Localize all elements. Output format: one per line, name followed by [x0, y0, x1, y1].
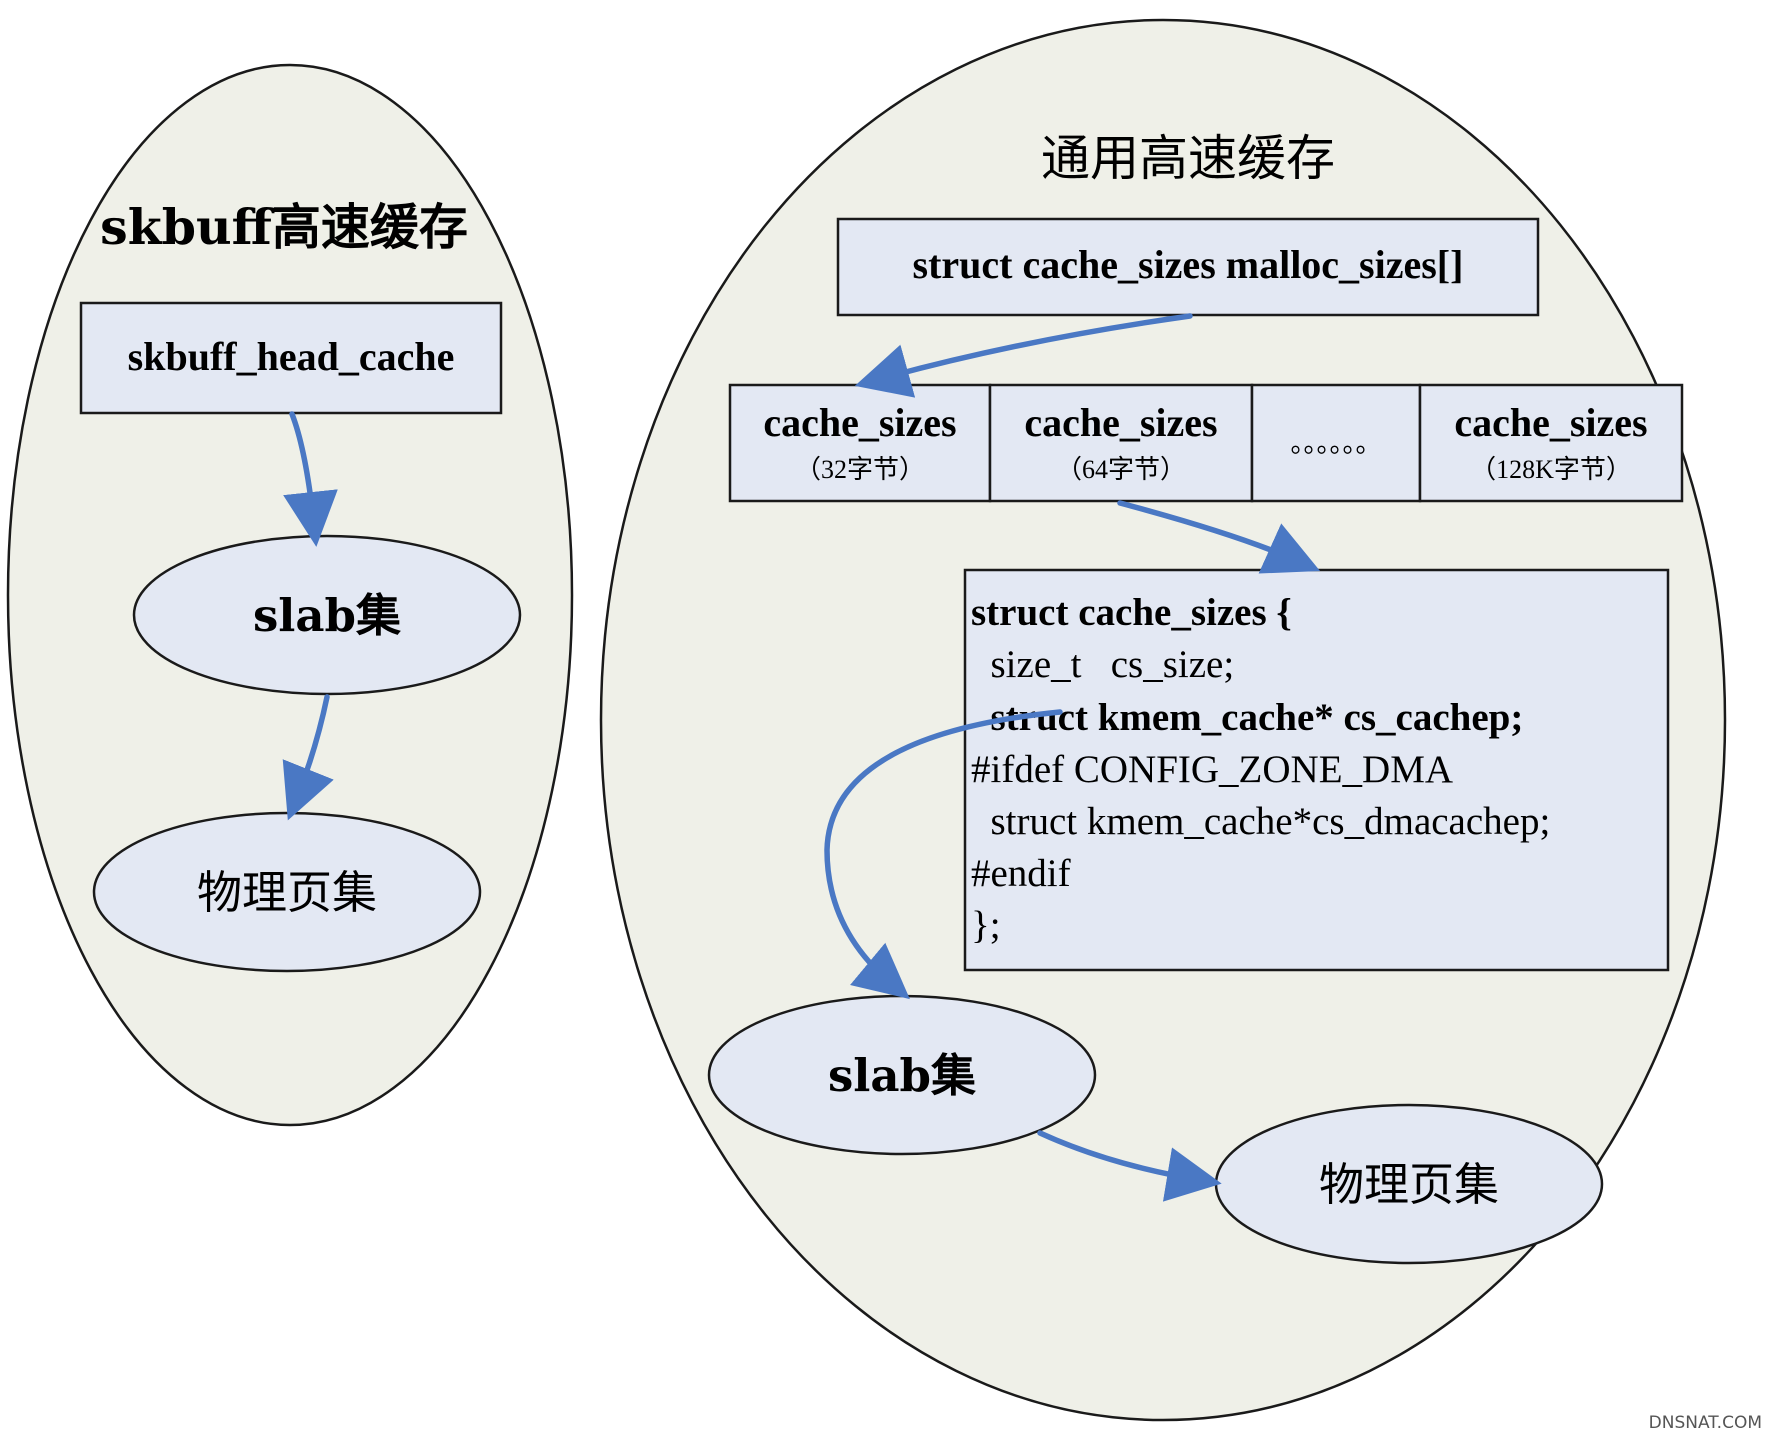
skbuff-cache-title: skbuff高速缓存: [100, 198, 468, 256]
cache-sizes-cell-64-name: cache_sizes: [1024, 400, 1217, 445]
arrow-malloc-sizes-to-cells: [854, 313, 1193, 398]
arrow-cell-64-to-struct: [1117, 500, 1321, 574]
general-cache-title: 通用高速缓存: [1041, 130, 1335, 187]
cache-sizes-cell-64-size: （64字节）: [1056, 455, 1186, 484]
arrow-head-cache-to-slab: [283, 411, 338, 547]
struct-code-line-3: struct kmem_cache* cs_cachep;: [971, 696, 1523, 739]
cache-sizes-cell-32-name: cache_sizes: [763, 400, 956, 445]
struct-code-line-6: #endif: [971, 852, 1071, 895]
struct-code-line-2: size_t cs_size;: [971, 643, 1234, 686]
general-cache-group: 通用高速缓存 struct cache_sizes malloc_sizes[]…: [599, 18, 1727, 1422]
arrow-left-slab-to-pages: [282, 694, 334, 821]
cache-sizes-cell-128k-name: cache_sizes: [1454, 400, 1647, 445]
skbuff-cache-group: skbuff高速缓存 skbuff_head_cache slab集 物理页集: [6, 63, 574, 1127]
right-slab-set-label: slab集: [828, 1049, 976, 1102]
watermark: DNSNAT.COM: [1649, 1413, 1762, 1433]
left-slab-set-label: slab集: [253, 589, 401, 642]
left-physical-pages-label: 物理页集: [197, 866, 377, 919]
cache-sizes-cell-32-size: （32字节）: [795, 455, 925, 484]
cache-sizes-cell-128k: [1418, 383, 1684, 503]
skbuff-head-cache-label: skbuff_head_cache: [128, 334, 455, 379]
struct-code-line-7: };: [971, 904, 1001, 947]
skbuff-head-cache-box: [79, 301, 503, 415]
arrow-right-slab-to-pages: [1037, 1130, 1222, 1202]
right-physical-pages-label: 物理页集: [1319, 1158, 1499, 1211]
cache-sizes-cell-128k-size: （128K字节）: [1470, 455, 1632, 484]
malloc-sizes-label: struct cache_sizes malloc_sizes[]: [913, 242, 1464, 287]
struct-code-line-5: struct kmem_cache*cs_dmacachep;: [971, 800, 1550, 843]
struct-code-line-4: #ifdef CONFIG_ZONE_DMA: [971, 748, 1453, 791]
malloc-sizes-box: [836, 217, 1540, 317]
arrow-cachep-to-slab: [824, 709, 1063, 1000]
cache-sizes-ellipsis: 。。。。。。: [1290, 429, 1381, 458]
cache-sizes-cell-32: [728, 383, 992, 503]
struct-cache-sizes-box: [963, 568, 1670, 972]
cache-sizes-row: cache_sizes （32字节） cache_sizes （64字节） 。。…: [728, 383, 1684, 503]
struct-code-line-1: struct cache_sizes {: [971, 591, 1292, 634]
